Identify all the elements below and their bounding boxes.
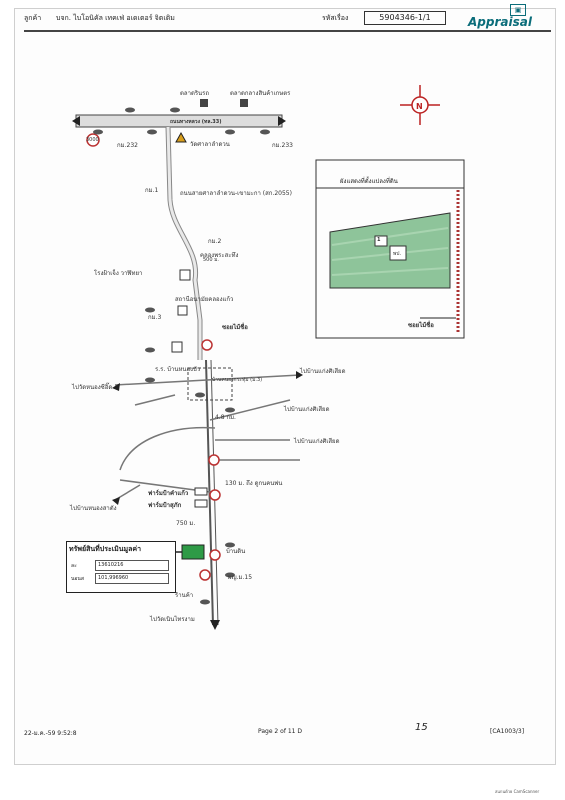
highway-arrow-right-icon	[278, 116, 286, 126]
to-ban-kaeng-label-2: ไปบ้านแก่งศิเสียด	[284, 406, 330, 413]
route-marker-icon	[209, 489, 221, 501]
header-divider	[24, 30, 551, 32]
farm-1-label: ฟาร์มป้าคำแก้ว	[148, 490, 189, 497]
cross-road-2	[209, 399, 291, 421]
shop-label: ร้านค้า	[175, 592, 194, 599]
inset-plot-label: 1	[377, 237, 381, 243]
temple-label: วัดศาลาลำดวน	[190, 141, 230, 148]
side-road-label: ถนนสายศาลาลำดวน-เขามะกา (สก.2055)	[180, 190, 292, 197]
alley-label: ซอยไม้ชื่อ	[222, 324, 248, 331]
subject-property-marker	[181, 544, 205, 560]
to-nong-sakaew-label: ไปบ้านหนองสาตัง	[70, 505, 117, 512]
hamlet-area	[187, 367, 233, 401]
distance-48km-label: 4.8 กม.	[215, 414, 236, 421]
arrow-west-icon	[112, 383, 120, 391]
km-232-label: กม.232	[117, 142, 138, 149]
route-marker-icon	[209, 549, 221, 561]
km-233-label: กม.233	[272, 142, 293, 149]
inset-building-label: พป.	[393, 251, 402, 257]
market-building-icon	[200, 99, 208, 107]
document-sheet	[14, 8, 556, 765]
inset-frame	[315, 159, 465, 339]
market-school-label: ร.ร. บ้านหนองบัว	[155, 366, 201, 373]
market-building-icon	[240, 99, 248, 107]
to-nong-sri-label: ไปวัดหนองซีอิ๊ด	[72, 384, 113, 391]
health-center-icon	[179, 269, 191, 281]
cross-road-1	[114, 374, 301, 386]
to-ban-kaeng-label-3: ไปบ้านแก่งศิเสียด	[294, 438, 340, 445]
inset-structure	[374, 235, 388, 247]
cross-road-3	[119, 426, 216, 471]
km-1-label: กม.1	[145, 187, 159, 194]
inset-title: ผังแสดงที่ตั้งแปลงที่ดิน	[340, 178, 398, 185]
canal-label: คลองพระสะทึง	[200, 252, 239, 259]
building-icon	[177, 305, 188, 316]
route-marker-icon	[208, 454, 220, 466]
scanner-watermark: สแกนด้วย CamScanner	[495, 789, 540, 794]
ban-din-label: บ้านดิน	[226, 548, 246, 555]
farm-icon	[194, 487, 208, 496]
footer-page-number: Page 2 of 11 D	[258, 728, 303, 735]
arrow-south-icon	[210, 620, 220, 630]
route-marker-icon	[201, 339, 213, 351]
footer-timestamp: 22-ม.ค.-59 9:52:8	[24, 730, 77, 737]
highway-arrow-left-icon	[72, 116, 80, 126]
school-icon	[171, 341, 183, 353]
km-3-label: กม.3	[148, 314, 162, 321]
highway-label: ถนนทางหลวง (ทล.33)	[170, 119, 222, 125]
customer-name: บจก. ไบโอนิคัล เทคเฟ่ อเดเตอร์ จิตเติม	[56, 14, 175, 22]
north-letter: N	[416, 102, 423, 111]
tree-icons	[93, 107, 270, 605]
north-arrow-icon	[400, 85, 440, 125]
logo-wordmark: Appraisal	[468, 15, 532, 29]
subject-row-value: 101,996960	[95, 573, 169, 584]
hamlet-label: บ้านหนองกระทุ่ม (ม.3)	[212, 377, 263, 383]
company-logo: ▣ Appraisal	[466, 4, 554, 32]
km-2-label: กม.2	[208, 238, 222, 245]
ref-number: 5904346-1/1	[364, 11, 446, 25]
distance-130-label: 130 ม. ถึง ดูกนคนพ่น	[225, 480, 283, 487]
customer-label: ลูกค้า	[24, 14, 42, 22]
village-15-label: ผญ.ม.15	[228, 574, 253, 581]
to-ban-kaeng-label-1: ไปบ้านแก่งศิเสียด	[300, 368, 346, 375]
route-marker-icon	[199, 569, 211, 581]
landmark-label-1: ตลาดรินรถ	[180, 90, 210, 97]
arrow-southwest-icon	[112, 497, 120, 505]
subject-row-value: 13610216	[95, 560, 169, 571]
farm-2-label: ฟาร์มป้าสุภัก	[148, 502, 182, 509]
landmark-label-2: ตลาดกลางสินค้าเกษตร	[230, 90, 291, 97]
school-label: โรงฝ้าเจ็ง วาฬิทยา	[94, 270, 143, 277]
subject-row-label: ละ	[71, 563, 77, 569]
logo-mark-icon: ▣	[510, 4, 526, 16]
subject-row-label: นอนส	[71, 576, 84, 582]
route-number-marker-icon	[86, 133, 100, 147]
health-center-label: สถานีอนามัยคลองแก้ว	[175, 296, 234, 303]
cross-road-7	[134, 394, 176, 406]
distance-500-label: 500 ม.	[203, 257, 220, 263]
arrow-east-icon	[296, 371, 303, 379]
footer-form-code: [CA1003/3]	[490, 728, 525, 735]
subject-property-box: ทรัพย์สินที่ประเมินมูลค่า ละ 13610216 นอ…	[66, 541, 176, 593]
temple-icon	[175, 131, 187, 143]
footer-handwritten-number: 15	[415, 722, 428, 733]
distance-750-label: 750 ม.	[176, 520, 196, 527]
side-road	[165, 126, 203, 360]
inset-building	[389, 245, 407, 261]
ref-label: รหัสเรื่อง	[322, 14, 349, 22]
to-wat-nern-label: ไปวัดเนินไทรงาม	[150, 616, 195, 623]
route-number: 3000	[86, 137, 99, 143]
subject-box-title: ทรัพย์สินที่ประเมินมูลค่า	[69, 545, 142, 553]
side-road-fill	[166, 126, 202, 360]
inset-road-label: ซอยไม้ชื่อ	[408, 322, 434, 329]
farm-icon	[194, 499, 208, 508]
